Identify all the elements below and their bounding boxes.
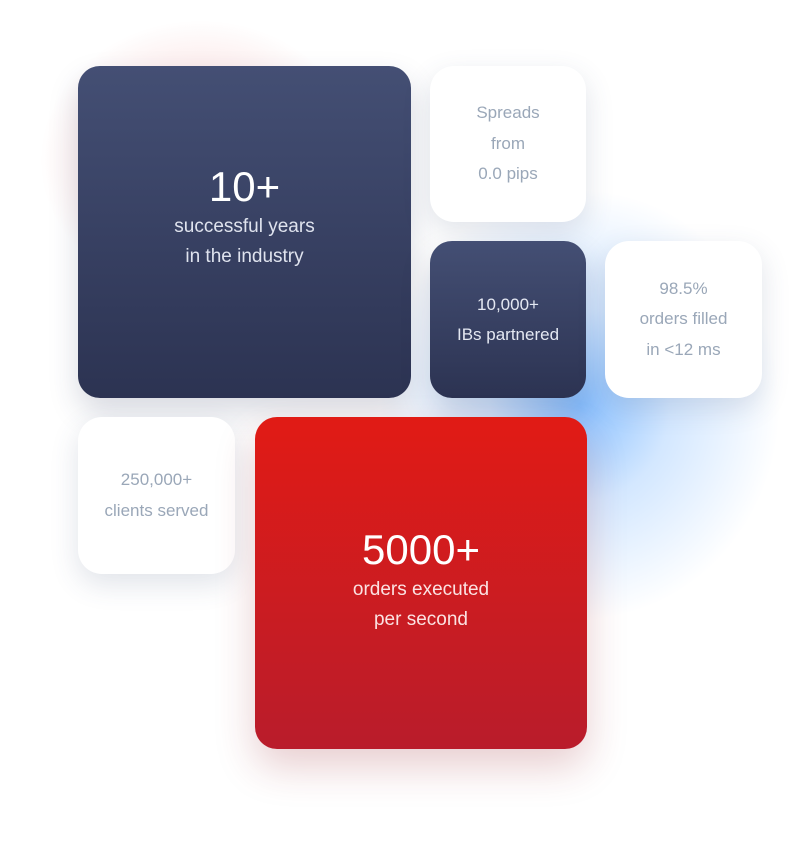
orders-number: 5000+ [362,526,480,574]
clients-card: 250,000+ clients served [78,417,235,574]
fill-rate-line-2: orders filled [639,309,728,329]
spreads-card: Spreads from 0.0 pips [430,66,586,222]
years-label-line-1: successful years [174,215,315,237]
years-number: 10+ [208,163,281,211]
orders-label-line-1: orders executed [352,578,490,600]
years-label-line-2: in the industry [185,246,304,268]
ibs-label: IBs partnered [456,324,560,344]
fill-rate-card: 98.5% orders filled in <12 ms [605,241,762,398]
spreads-line-3: 0.0 pips [478,164,538,184]
ibs-card: 10,000+ IBs partnered [430,241,586,398]
spreads-line-2: from [491,133,525,153]
clients-label: clients served [104,500,209,520]
orders-label-line-2: per second [373,609,468,631]
spreads-line-1: Spreads [476,103,540,123]
fill-rate-value: 98.5% [659,278,708,298]
years-card: 10+ successful years in the industry [78,66,411,398]
clients-count: 250,000+ [120,469,193,489]
orders-card: 5000+ orders executed per second [255,417,587,749]
fill-rate-line-3: in <12 ms [646,339,721,359]
ibs-count: 10,000+ [477,294,539,314]
